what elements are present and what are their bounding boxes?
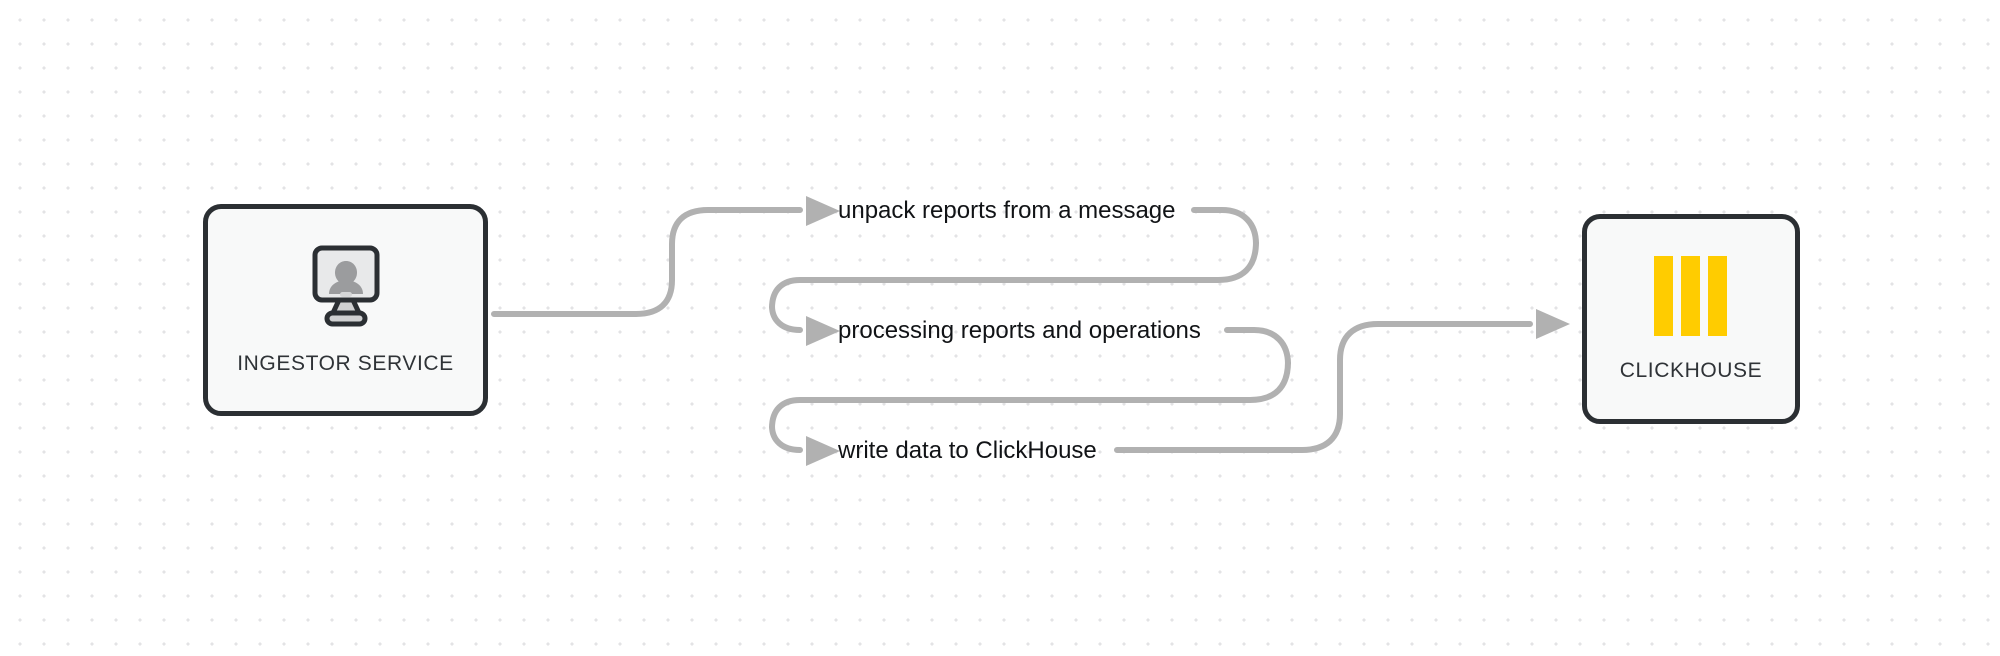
edge-path-ingestor-to-unpack	[491, 207, 803, 317]
arrow-head-unpack	[806, 196, 840, 226]
edge-path-unpack-uturn	[769, 207, 1259, 333]
edge-label-processing: processing reports and operations	[838, 317, 1201, 344]
arrow-head-processing	[806, 316, 840, 346]
node-clickhouse[interactable]: CLICKHOUSE	[1582, 214, 1800, 424]
node-label-clickhouse: CLICKHOUSE	[1619, 358, 1763, 382]
node-ingestor-service[interactable]: INGESTOR SERVICE	[203, 204, 488, 416]
edge-label-unpack: unpack reports from a message	[838, 197, 1176, 224]
edge-label-write: write data to ClickHouse	[838, 437, 1097, 464]
clickhouse-bars-icon	[1649, 255, 1733, 341]
monitor-user-icon	[300, 245, 392, 336]
arrow-head-write	[806, 436, 840, 466]
node-label-ingestor-service: INGESTOR SERVICE	[237, 351, 454, 375]
arrow-head-clickhouse	[1536, 309, 1570, 339]
edge-path-processing-uturn	[769, 327, 1291, 453]
